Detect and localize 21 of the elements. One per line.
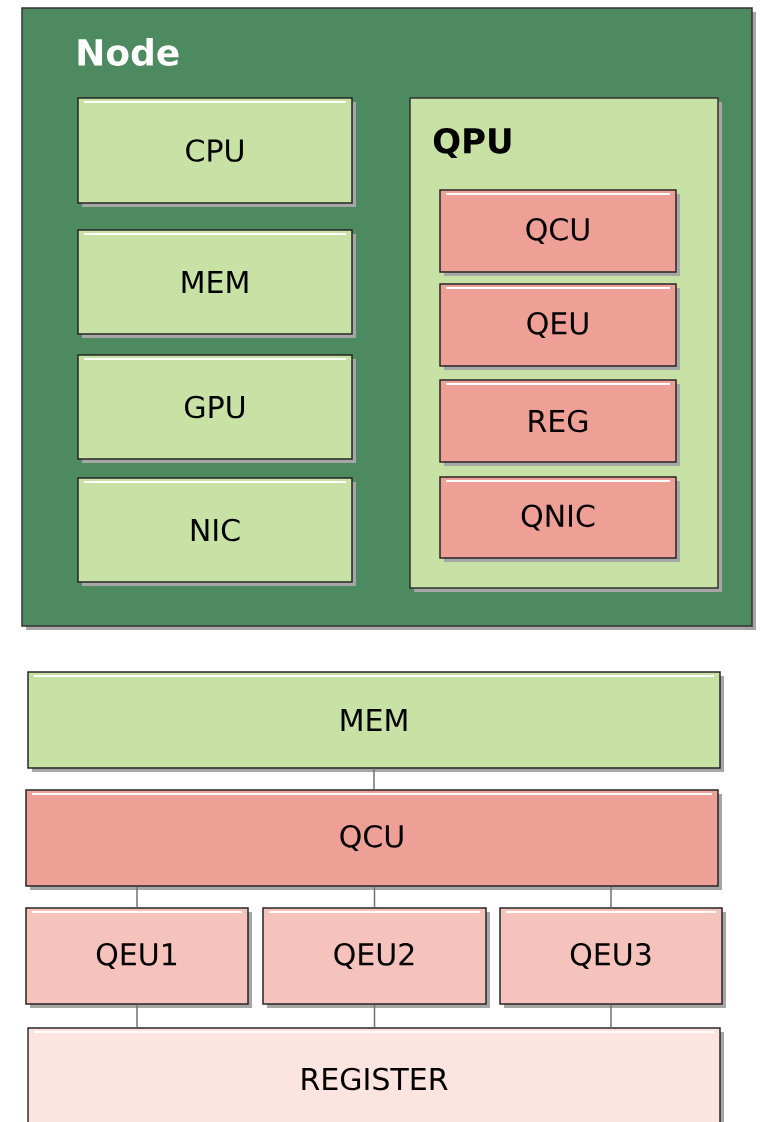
connector-line <box>136 1004 138 1028</box>
block-box: MEM <box>27 671 724 772</box>
block-box: QCU <box>439 189 680 276</box>
connector-line <box>610 886 612 908</box>
block-box: QEU2 <box>262 907 490 1008</box>
block-box: GPU <box>77 354 356 463</box>
block-box: QCU <box>25 789 722 890</box>
block-box: QEU <box>439 283 680 370</box>
block-box: REGISTER <box>27 1027 724 1122</box>
connector-line <box>373 1004 376 1028</box>
connector-line <box>373 886 376 908</box>
block-box: QEU3 <box>499 907 726 1008</box>
block-box: QEU1 <box>25 907 252 1008</box>
connector-line <box>373 768 375 790</box>
block-box: NIC <box>77 477 356 586</box>
block-box: QNIC <box>439 476 680 562</box>
block-box: REG <box>439 379 680 466</box>
connector-line <box>136 886 138 908</box>
block-box: MEM <box>77 229 356 338</box>
connector-line <box>610 1004 612 1028</box>
block-box: CPU <box>77 97 356 207</box>
